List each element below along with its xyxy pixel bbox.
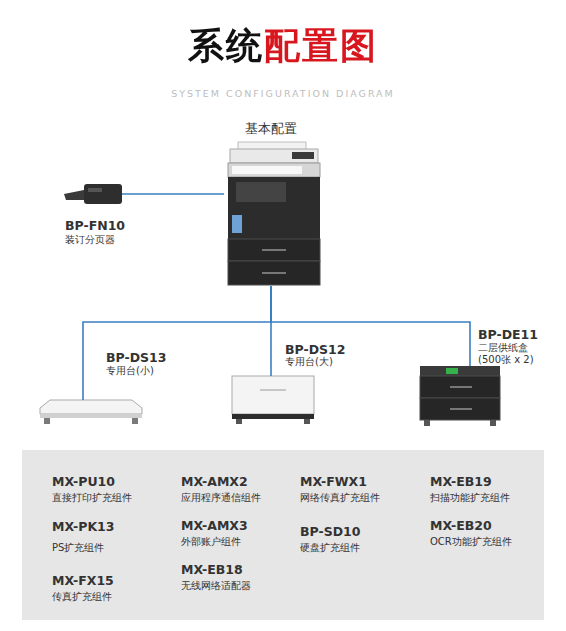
connector-line [271, 286, 470, 366]
part-description: 应用程序通信组件 [181, 492, 261, 504]
part-description: PS扩充组件 [52, 542, 104, 554]
model-code: BP-SD10 [300, 524, 360, 539]
part-description: 装订分页器 [65, 234, 115, 246]
equipment-node: BP-DS13专用台(小) [38, 400, 142, 424]
part-description: 无线网络适配器 [181, 580, 251, 592]
model-code: MX-PU10 [52, 474, 115, 489]
title-wrap: 系统配置图 [0, 22, 566, 71]
part-description: 扫描功能扩充组件 [430, 492, 510, 504]
model-code: MX-EB20 [430, 518, 492, 533]
options-panel: MX-PU10 直接打印扩充组件 MX-AMX2 应用程序通信组件 MX-FWX1 网络传… [22, 450, 544, 620]
model-code: BP-DE11 [478, 327, 538, 342]
part-description: 专用台(小) [106, 365, 154, 377]
connector-line [83, 286, 271, 400]
printer-illustration [228, 142, 320, 285]
connector-line [270, 286, 272, 376]
part-description: 直接打印扩充组件 [52, 492, 132, 504]
equipment-node: BP-DS12专用台(大) [232, 376, 314, 424]
connector-line [122, 193, 224, 195]
paper-tray-illustration [420, 366, 500, 426]
part-description: 硬盘扩充组件 [300, 542, 360, 554]
small-stand-illustration [40, 400, 142, 424]
model-code: MX-FWX1 [300, 474, 367, 489]
subtitle-label: SYSTEM CONFIGURATION DIAGRAM [0, 88, 566, 99]
part-description: 传真扩充组件 [52, 591, 112, 603]
part-description: 二层供纸盒 (500张 x 2) [478, 342, 542, 366]
model-code: BP-DS13 [106, 350, 166, 365]
part-description: OCR功能扩充组件 [430, 536, 512, 548]
equipment-node: BP-FN10装订分页器 [62, 184, 122, 204]
equipment-node: BP-DE11二层供纸盒 (500张 x 2) [420, 366, 500, 426]
large-stand-illustration [232, 376, 314, 424]
model-code: BP-FN10 [65, 218, 125, 233]
model-code: BP-DS12 [285, 342, 345, 357]
model-code: MX-EB18 [181, 562, 243, 577]
model-code: MX-FX15 [52, 573, 114, 588]
model-code: MX-AMX3 [181, 518, 248, 533]
model-code: MX-PK13 [52, 519, 115, 534]
part-description: 网络传真扩充组件 [300, 492, 380, 504]
finisher-illustration [64, 184, 122, 204]
diagram-title: 系统配置图 [188, 22, 378, 71]
model-code: MX-EB19 [430, 474, 492, 489]
equipment-node: 基本配置 [224, 142, 318, 286]
model-code: MX-AMX2 [181, 474, 248, 489]
part-description: 专用台(大) [285, 356, 333, 368]
part-description: 外部账户组件 [181, 536, 241, 548]
node-heading: 基本配置 [224, 121, 318, 137]
